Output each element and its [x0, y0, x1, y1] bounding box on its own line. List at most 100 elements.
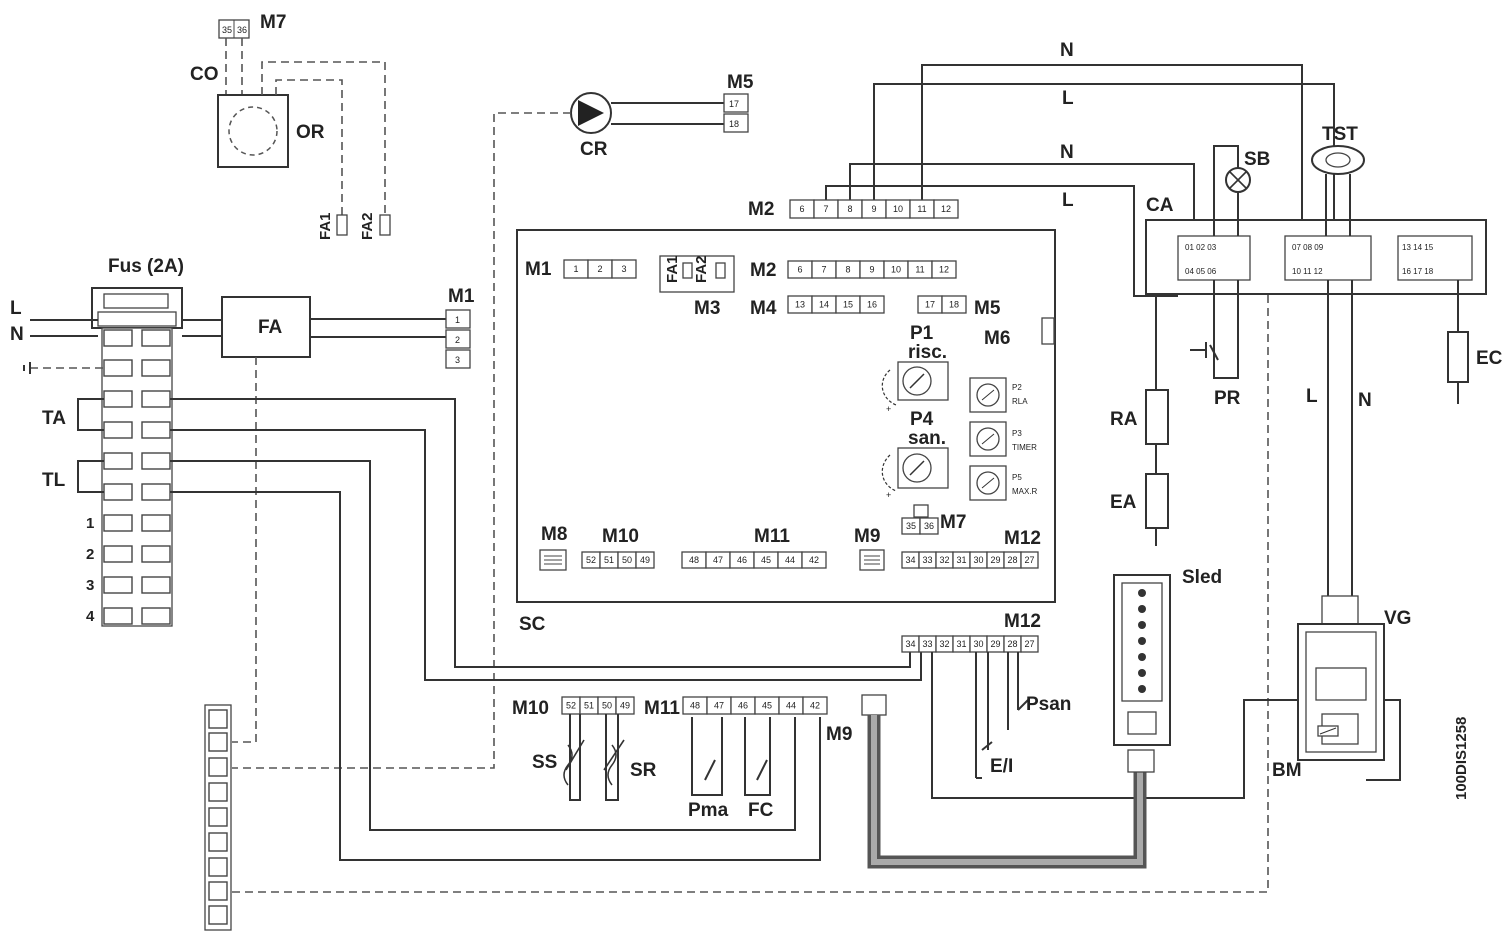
m1-right-label: M1 [448, 286, 475, 307]
l-top2-label: L [1062, 190, 1074, 211]
m11-out-pins-pin-label: 45 [762, 701, 772, 711]
sb-lamp: SB [1225, 149, 1270, 193]
fc-label: FC [748, 800, 774, 821]
sr-sensor: SR [603, 714, 657, 801]
fus-label: Fus (2A) [108, 256, 184, 277]
sb-label: SB [1244, 149, 1270, 170]
m12-out-pins-pin [1020, 635, 1039, 653]
ei-label: E/I [990, 756, 1013, 777]
ea-electrode: EA [1110, 473, 1169, 529]
m10-in-label: M10 [602, 526, 639, 547]
m10-in-pins-pin [635, 551, 655, 569]
m2-top-pins-pin-label: 6 [799, 204, 804, 214]
svg-text:P2: P2 [1012, 383, 1022, 392]
diagram-code: 100DIS1258 [1453, 717, 1470, 800]
ra-label: RA [1110, 409, 1138, 430]
m2-in-pins-pin-label: 12 [939, 265, 949, 275]
svg-text:4: 4 [86, 608, 95, 625]
ss-sensor: SS [532, 714, 585, 801]
p1-potentiometer[interactable] [897, 361, 949, 401]
or-label: OR [296, 122, 325, 143]
svg-text:1: 1 [86, 515, 94, 532]
svg-text:+: + [886, 404, 891, 414]
p2-trimmer[interactable] [969, 377, 1007, 413]
p3-trimmer[interactable] [969, 421, 1007, 457]
svg-text:2: 2 [455, 335, 460, 345]
m5-in-pins-pin-label: 18 [949, 300, 959, 310]
m12-in-pins-pin-label: 27 [1024, 555, 1034, 565]
fa1-label: FA1 [317, 212, 334, 240]
m2-in-pins-pin-label: 10 [891, 265, 901, 275]
m11-in-pins-pin [801, 551, 827, 569]
m10-out-pins-pin-label: 49 [620, 701, 630, 711]
m11-in-pins-pin-label: 44 [785, 555, 795, 565]
m11-out-pins-pin-label: 44 [786, 701, 796, 711]
p4-potentiometer[interactable] [897, 447, 949, 489]
ca-label: CA [1146, 195, 1174, 216]
l-right-label: L [1306, 386, 1318, 407]
m1-in-label: M1 [525, 259, 552, 280]
n-left-label: N [10, 324, 24, 345]
pr-label: PR [1214, 388, 1241, 409]
svg-text:FA1: FA1 [664, 255, 681, 283]
fa-filter: FA [221, 296, 311, 358]
m11-out-pins-pin-label: 42 [810, 701, 820, 711]
m2-in-pins-pin-label: 6 [797, 265, 802, 275]
m12-out-pins-pin-label: 28 [1007, 639, 1017, 649]
svg-text:1: 1 [455, 315, 460, 325]
m11-in-label: M11 [754, 526, 790, 547]
m12-in-pins-pin-label: 34 [905, 555, 915, 565]
m5-top-label: M5 [727, 72, 754, 93]
m12-in-pins-pin-label: 31 [956, 555, 966, 565]
m2-top-pins-pin-label: 7 [823, 204, 828, 214]
svg-text:17: 17 [729, 99, 739, 109]
sc-label: SC [519, 614, 546, 635]
fuse-block [91, 287, 183, 329]
m12-out-label: M12 [1004, 611, 1041, 632]
or-device: OR [217, 94, 325, 168]
svg-text:P5: P5 [1012, 473, 1022, 482]
m12-in-pins-pin-label: 30 [973, 555, 983, 565]
l-top1-label: L [1062, 88, 1074, 109]
m1-in-pins-pin-label: 3 [621, 264, 626, 274]
m5-in-pins-pin-label: 17 [925, 300, 935, 310]
m12-out-pins-pin-label: 33 [922, 639, 932, 649]
p5-trimmer[interactable] [969, 465, 1007, 501]
ss-label: SS [532, 752, 557, 773]
m6-in-label: M6 [984, 328, 1010, 349]
m2-top-pins-pin-label: 12 [941, 204, 951, 214]
m4-in-pins-pin-label: 13 [795, 300, 805, 310]
ground-strip [204, 704, 232, 931]
p1-label: P1 [910, 323, 934, 344]
m11-out-pins-pin-label: 46 [738, 701, 748, 711]
m12-in-pins-pin-label: 28 [1007, 555, 1017, 565]
m12-out-pins-pin-label: 31 [956, 639, 966, 649]
svg-text:16 17 18: 16 17 18 [1402, 267, 1434, 276]
cr-pump: CR [570, 92, 612, 160]
svg-text:13 14 15: 13 14 15 [1402, 243, 1434, 252]
n-top1-label: N [1060, 40, 1074, 61]
m2-top-label: M2 [748, 199, 774, 220]
svg-text:07 08 09: 07 08 09 [1292, 243, 1324, 252]
m9-in-label: M9 [854, 526, 880, 547]
m12-out-pins-pin-label: 27 [1024, 639, 1034, 649]
m2-in-pins-pin-label: 8 [845, 265, 850, 275]
m4-in-pins-pin-label: 14 [819, 300, 829, 310]
m1-connector-right: 1 2 3 M1 [445, 286, 475, 369]
sr-label: SR [630, 760, 657, 781]
svg-text:3: 3 [86, 577, 94, 594]
m2-in-pins-pin-label: 7 [821, 265, 826, 275]
m7-in-label: M7 [940, 512, 966, 533]
